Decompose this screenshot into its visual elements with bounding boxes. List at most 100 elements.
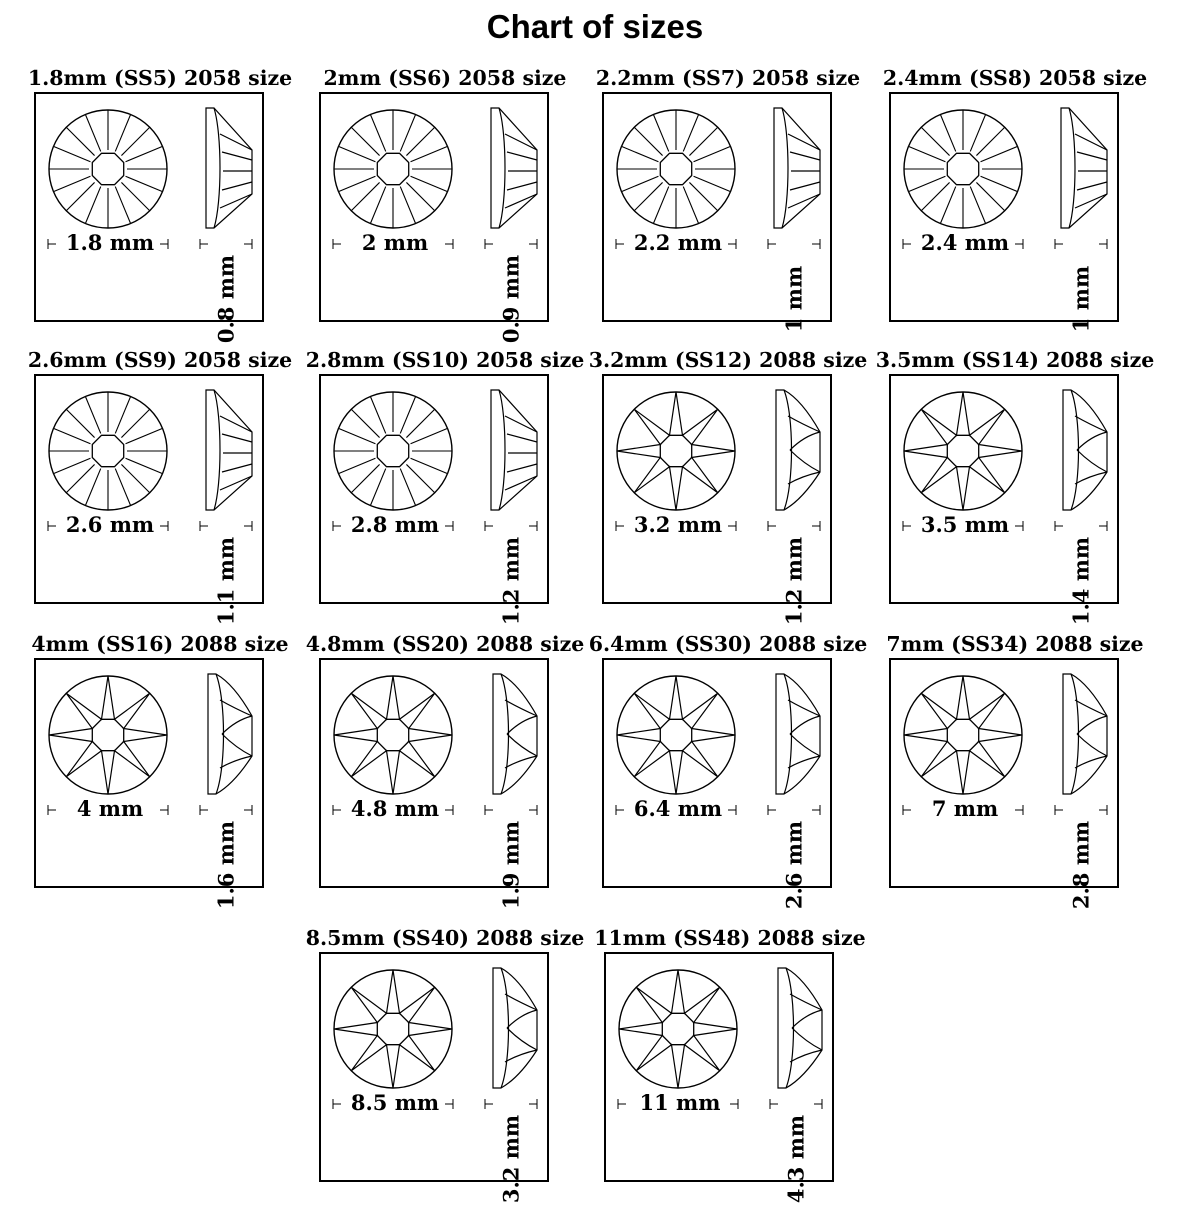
height-label: 1.1 mm — [213, 536, 239, 626]
rhinestone-diagram-frame: 11 mm 4.3 mm — [604, 952, 834, 1203]
size-cell-title: 7mm (SS34) 2088 size — [886, 632, 1144, 656]
dimension-markers — [615, 521, 821, 531]
side-profile-view-icon — [775, 389, 821, 511]
side-profile-view-icon — [492, 673, 538, 795]
rhinestone-drawing — [617, 967, 823, 1109]
diameter-label: 3.2 mm — [633, 512, 723, 537]
diameter-label: 2.6 mm — [65, 512, 155, 537]
flatback-top-view-icon — [616, 109, 736, 229]
diameter-label: 8.5 mm — [350, 1090, 440, 1115]
rhinestone-drawing — [47, 389, 253, 531]
rhinestone-drawing — [332, 389, 538, 531]
dimension-markers — [902, 521, 1108, 531]
height-label: 1.2 mm — [498, 536, 524, 626]
size-cell-title: 2.4mm (SS8) 2058 size — [882, 66, 1148, 90]
rhinestone-diagram-frame: 2.6 mm 1.1 mm — [34, 374, 264, 625]
xirius-star-top-view-icon — [48, 675, 168, 795]
rhinestone-diagram-frame: 2.2 mm 1 mm — [602, 92, 832, 332]
rhinestone-diagram-frame: 3.5 mm 1.4 mm — [889, 374, 1119, 625]
dimension-markers — [617, 1099, 823, 1109]
size-cell-title: 2.6mm (SS9) 2058 size — [27, 348, 293, 372]
xirius-star-top-view-icon — [616, 675, 736, 795]
xirius-star-top-view-icon — [333, 969, 453, 1089]
rhinestone-drawing — [47, 673, 253, 815]
side-profile-view-icon — [773, 107, 821, 229]
dimension-markers — [615, 805, 821, 815]
side-profile-view-icon — [490, 107, 538, 229]
rhinestone-drawing — [615, 389, 821, 531]
diameter-label: 2.2 mm — [633, 230, 723, 255]
rhinestone-drawing — [47, 107, 253, 249]
height-label: 1 mm — [1068, 265, 1094, 333]
rhinestone-drawing — [902, 107, 1108, 249]
flatback-top-view-icon — [333, 109, 453, 229]
height-label: 1 mm — [781, 265, 807, 333]
size-cell: 11mm (SS48) 2088 size 11 mm 4.3 mm — [590, 926, 880, 1206]
xirius-star-top-view-icon — [618, 969, 738, 1089]
rhinestone-drawing — [332, 673, 538, 815]
side-profile-view-icon — [1062, 389, 1108, 511]
dimension-markers — [332, 239, 538, 249]
rhinestone-diagram-frame: 2.8 mm 1.2 mm — [319, 374, 549, 625]
dimension-markers — [902, 805, 1108, 815]
side-profile-view-icon — [1062, 673, 1108, 795]
diameter-label: 2.8 mm — [350, 512, 440, 537]
rhinestone-drawing — [615, 673, 821, 815]
rhinestone-drawing — [615, 107, 821, 249]
side-profile-view-icon — [777, 967, 823, 1089]
side-profile-view-icon — [492, 967, 538, 1089]
dimension-markers — [332, 1099, 538, 1109]
size-cell-title: 1.8mm (SS5) 2058 size — [27, 66, 293, 90]
side-profile-view-icon — [490, 389, 538, 511]
xirius-star-top-view-icon — [616, 391, 736, 511]
size-cell-title: 4.8mm (SS20) 2088 size — [305, 632, 585, 656]
side-profile-view-icon — [775, 673, 821, 795]
dimension-markers — [615, 239, 821, 249]
rhinestone-drawing — [902, 389, 1108, 531]
size-cell: 2.6mm (SS9) 2058 size 2.6 mm 1.1 mm — [20, 348, 310, 628]
size-cell-title: 6.4mm (SS30) 2088 size — [588, 632, 868, 656]
diameter-label: 2.4 mm — [920, 230, 1010, 255]
side-profile-view-icon — [205, 107, 253, 229]
size-cell-title: 11mm (SS48) 2088 size — [594, 926, 866, 950]
size-cell-title: 8.5mm (SS40) 2088 size — [305, 926, 585, 950]
rhinestone-diagram-frame: 2 mm 0.9 mm — [319, 92, 549, 343]
side-profile-view-icon — [207, 673, 253, 795]
diameter-label: 2 mm — [361, 230, 429, 255]
diameter-label: 3.5 mm — [920, 512, 1010, 537]
diameter-label: 6.4 mm — [633, 796, 723, 821]
flatback-top-view-icon — [903, 109, 1023, 229]
dimension-markers — [47, 521, 253, 531]
height-label: 1.6 mm — [213, 820, 239, 910]
dimension-markers — [902, 239, 1108, 249]
height-label: 4.3 mm — [783, 1114, 809, 1204]
rhinestone-drawing — [902, 673, 1108, 815]
page-title: Chart of sizes — [486, 8, 704, 45]
size-cell-title: 2.2mm (SS7) 2058 size — [595, 66, 861, 90]
diameter-label: 11 mm — [639, 1090, 721, 1115]
xirius-star-top-view-icon — [903, 391, 1023, 511]
height-label: 3.2 mm — [498, 1114, 524, 1204]
rhinestone-diagram-frame: 2.4 mm 1 mm — [889, 92, 1119, 332]
diameter-label: 1.8 mm — [65, 230, 155, 255]
height-label: 1.4 mm — [1068, 536, 1094, 626]
height-label: 0.9 mm — [498, 254, 524, 344]
side-profile-view-icon — [205, 389, 253, 511]
rhinestone-drawing — [332, 107, 538, 249]
diameter-label: 4.8 mm — [350, 796, 440, 821]
flatback-top-view-icon — [333, 391, 453, 511]
dimension-markers — [332, 805, 538, 815]
height-label: 1.9 mm — [498, 820, 524, 910]
rhinestone-diagram-frame: 4.8 mm 1.9 mm — [319, 658, 549, 909]
dimension-markers — [47, 239, 253, 249]
